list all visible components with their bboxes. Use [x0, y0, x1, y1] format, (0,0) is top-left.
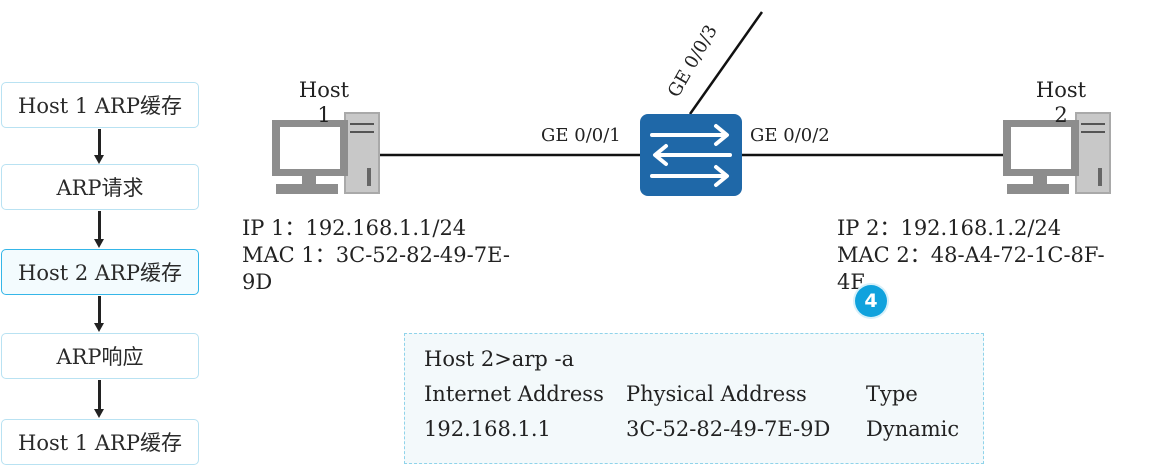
host1-ip: IP 1：192.168.1.1/24: [242, 216, 467, 240]
flow-arrow: [94, 211, 104, 248]
port-label-ge002: GE 0/0/2: [750, 125, 830, 146]
host1-label: Host 1: [284, 78, 364, 128]
switch-icon: [640, 114, 742, 196]
host1-mac-line2: 9D: [242, 270, 273, 294]
cli-header-physical-address: Physical Address: [626, 382, 807, 406]
host2-label-name: Host: [1035, 78, 1087, 102]
host1-label-number: 1: [317, 103, 331, 127]
flow-arrow: [94, 129, 104, 164]
flow-step-arp-reply: ARP响应: [1, 333, 199, 379]
flow-step-host2-cache: Host 2 ARP缓存: [1, 249, 199, 295]
flow-step-host1-cache-final: Host 1 ARP缓存: [1, 419, 199, 465]
port-label-ge001: GE 0/0/1: [541, 125, 621, 146]
cli-row-type: Dynamic: [866, 417, 960, 441]
host1-mac-line1: MAC 1：3C-52-82-49-7E-: [242, 243, 510, 267]
cli-command: Host 2>arp -a: [424, 347, 575, 371]
arp-table-output: Host 2>arp -a Internet Address Physical …: [404, 333, 984, 464]
link-switch-uplink: [688, 11, 764, 115]
host2-mac-line1: MAC 2：48-A4-72-1C-8F-: [837, 243, 1105, 267]
flow-step-arp-request: ARP请求: [1, 164, 199, 210]
step-badge: 4: [855, 285, 887, 317]
host1-computer-icon: [272, 112, 380, 194]
host2-label: Host 2: [1021, 78, 1101, 128]
flow-step-host1-cache: Host 1 ARP缓存: [1, 82, 199, 128]
flow-arrow: [94, 380, 104, 418]
cli-row-mac: 3C-52-82-49-7E-9D: [626, 417, 831, 441]
host2-label-number: 2: [1054, 103, 1068, 127]
cli-header-internet-address: Internet Address: [424, 382, 604, 406]
flow-arrow: [94, 296, 104, 332]
cli-row-ip: 192.168.1.1: [424, 417, 551, 441]
cli-header-type: Type: [866, 382, 918, 406]
host2-ip: IP 2：192.168.1.2/24: [837, 216, 1062, 240]
host2-computer-icon: [1003, 112, 1111, 194]
host1-label-name: Host: [298, 78, 350, 102]
